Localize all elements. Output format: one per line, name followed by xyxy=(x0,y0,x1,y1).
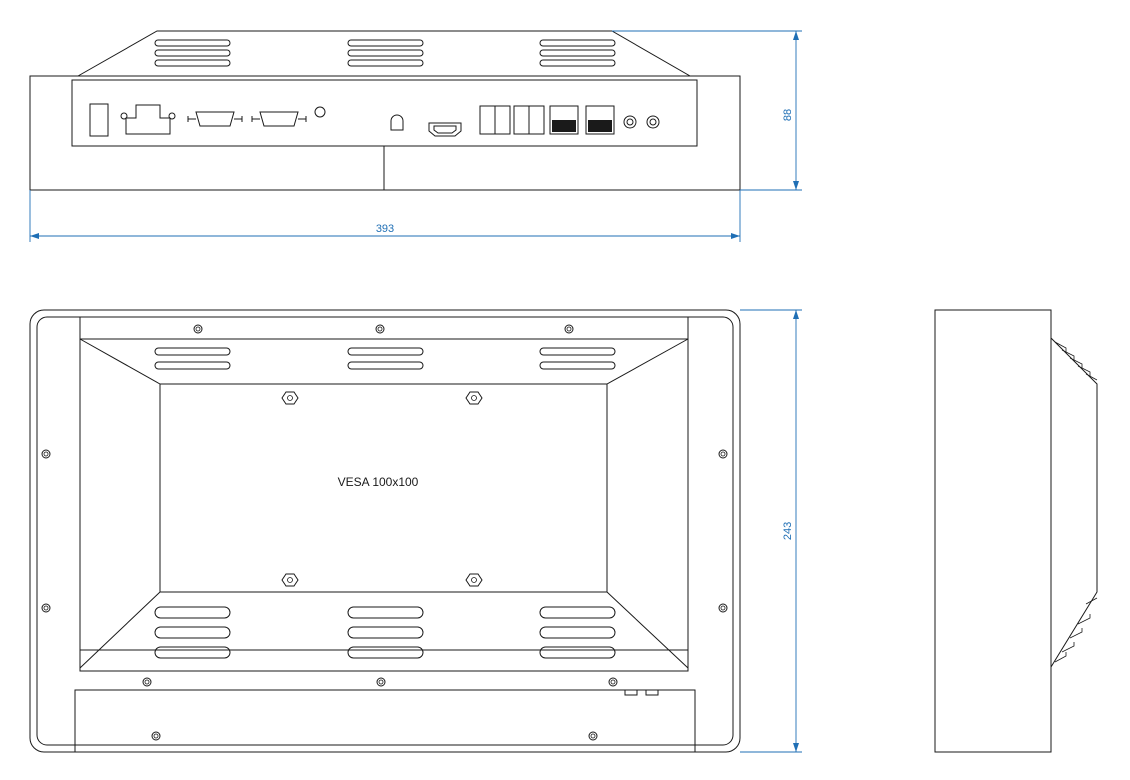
side-view xyxy=(934,309,1098,753)
vesa-plate xyxy=(159,383,608,593)
height-value: 88 xyxy=(782,109,794,121)
led-indicator xyxy=(314,106,326,118)
serial-port-2 xyxy=(251,111,307,127)
rear-outer-frame xyxy=(29,309,741,753)
lan-port xyxy=(120,104,176,135)
dimension-width: 393 xyxy=(29,190,741,242)
rear-cover-top xyxy=(76,30,692,77)
kensington-lock xyxy=(390,114,404,131)
dimension-height: 88 xyxy=(612,30,802,191)
vesa-mount-nuts xyxy=(281,391,483,587)
top-view xyxy=(29,30,741,191)
width-value: 393 xyxy=(376,223,394,235)
serial-port-1 xyxy=(187,111,243,127)
rear-bottom-vents xyxy=(154,606,616,659)
side-body xyxy=(934,309,1052,753)
top-view-body xyxy=(29,75,741,191)
rear-view: VESA 100x100 xyxy=(29,309,741,753)
top-vents xyxy=(154,39,616,67)
io-panel xyxy=(71,79,698,147)
rear-screws xyxy=(41,324,728,741)
side-fins xyxy=(1054,341,1098,663)
rear-top-vents xyxy=(154,347,616,370)
power-switch xyxy=(89,103,109,137)
audio-jacks xyxy=(623,115,660,129)
depth-value: 243 xyxy=(782,522,794,540)
dimension-depth: 243 xyxy=(740,309,802,753)
vesa-label: VESA 100x100 xyxy=(338,475,419,489)
usb-ports xyxy=(479,105,615,135)
hdmi-port xyxy=(428,122,462,137)
